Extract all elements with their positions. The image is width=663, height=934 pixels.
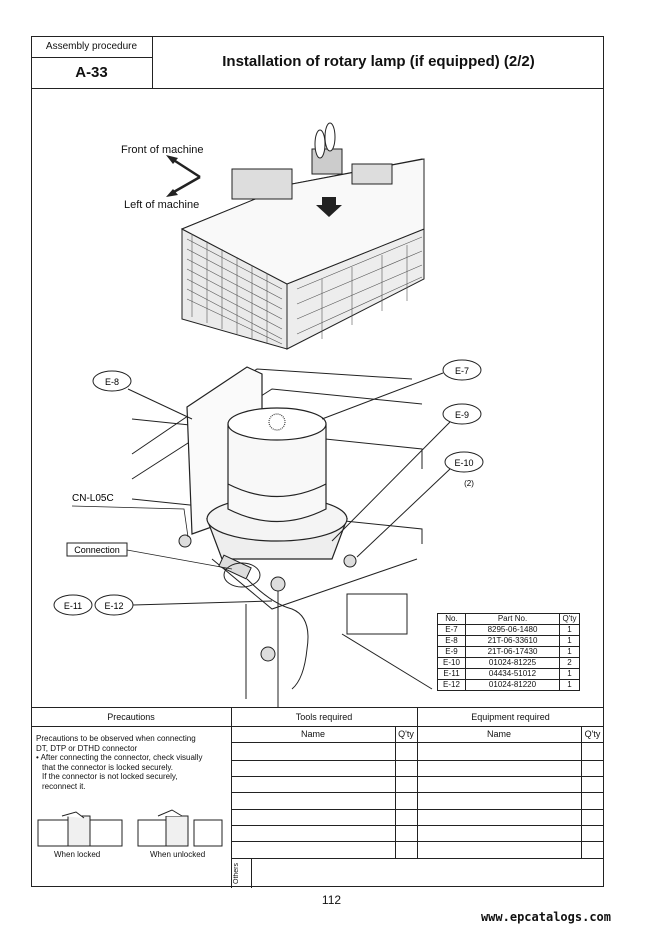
precaution-line: If the connector is not locked securely,: [42, 772, 178, 781]
cell-part-no: 21T-06-33610: [465, 635, 560, 647]
cell-part-no: 04434-51012: [465, 668, 560, 680]
callout-e8: [92, 370, 193, 420]
precaution-line: reconnect it.: [42, 781, 86, 791]
connection-box: [66, 542, 128, 557]
bolts: [178, 534, 357, 662]
cell-part-no: 21T-06-17430: [465, 646, 560, 658]
page-frame: [31, 36, 604, 887]
others-label: Others: [233, 862, 240, 884]
connector-lock-diagram: [37, 809, 223, 847]
callout-e12: [94, 594, 273, 616]
connector-label: CN-L05C: [72, 493, 114, 504]
cell-qty: 2: [559, 657, 580, 669]
cell-part-no: 01024-81220: [465, 679, 560, 691]
equipment-header: Equipment required: [471, 712, 550, 722]
cell-qty: 1: [559, 668, 580, 680]
procedure-label: Assembly procedure: [31, 36, 153, 58]
page-number: 112: [321, 893, 342, 907]
precaution-line: that the connector is locked securely.: [42, 762, 174, 772]
cell-no: E-11: [437, 668, 466, 680]
cell-part-no: 8295-06-1480: [465, 624, 560, 636]
unlocked-caption: When unlocked: [150, 850, 206, 859]
col-part-no: Part No.: [465, 613, 560, 625]
cell-part-no: 01024-81225: [465, 657, 560, 669]
cell-no: E-10: [437, 657, 466, 669]
callout-e7: [321, 359, 482, 420]
callout-e10-qty: (2): [464, 479, 474, 488]
orientation-arrow-icon: [171, 157, 201, 195]
callout-e11: [53, 594, 93, 616]
callout-e10: [356, 451, 484, 558]
cell-no: E-9: [437, 646, 466, 658]
tools-qty-header: Q'ty: [398, 729, 414, 739]
left-of-machine-label: Left of machine: [124, 199, 199, 211]
precautions-header: Precautions: [107, 712, 155, 722]
cell-no: E-12: [437, 679, 466, 691]
procedure-code: A-33: [31, 58, 153, 88]
cell-qty: 1: [559, 679, 580, 691]
tools-header: Tools required: [295, 712, 353, 722]
callout-e8-label: E-8: [105, 377, 119, 387]
requirements-section: Precautions Tools required Equipment req…: [31, 707, 604, 888]
cell-qty: 1: [559, 646, 580, 658]
cell-no: E-7: [437, 624, 466, 636]
page-title: Installation of rotary lamp (if equipped…: [222, 53, 535, 70]
col-no: No.: [437, 613, 466, 625]
machine-drawing: [180, 148, 425, 350]
locked-caption: When locked: [54, 850, 101, 859]
col-qty: Q'ty: [559, 613, 580, 625]
header-divider: [31, 88, 604, 89]
parts-table-header: No. Part No. Q'ty: [437, 613, 580, 625]
equipment-qty-header: Q'ty: [584, 729, 601, 739]
precaution-line: DT, DTP or DTHD connector: [36, 743, 138, 753]
callout-e10-label: E-10: [454, 458, 473, 468]
tools-name-header: Name: [300, 729, 325, 739]
callout-e11-label: E-11: [64, 601, 82, 611]
watermark-url: www.epcatalogs.com: [480, 910, 611, 924]
callout-e7-label: E-7: [455, 366, 469, 376]
precaution-line: Precautions to be observed when connecti…: [36, 734, 196, 743]
callout-e9-label: E-9: [455, 410, 469, 420]
assembly-illustration: Front of machine Left of machine: [53, 122, 484, 707]
front-of-machine-label: Front of machine: [121, 144, 204, 156]
equipment-name-header: Name: [486, 729, 511, 739]
rotary-lamp: [206, 407, 348, 560]
cell-no: E-8: [437, 635, 466, 647]
precautions-text: Precautions to be observed when connecti…: [36, 734, 231, 791]
callout-e12-label: E-12: [104, 601, 123, 611]
precaution-line: • After connecting the connector, check …: [36, 753, 203, 762]
cell-qty: 1: [559, 635, 580, 647]
connection-label: Connection: [74, 545, 120, 555]
cell-qty: 1: [559, 624, 580, 636]
callout-e9: [331, 403, 482, 542]
location-arrow-icon: [316, 197, 342, 217]
